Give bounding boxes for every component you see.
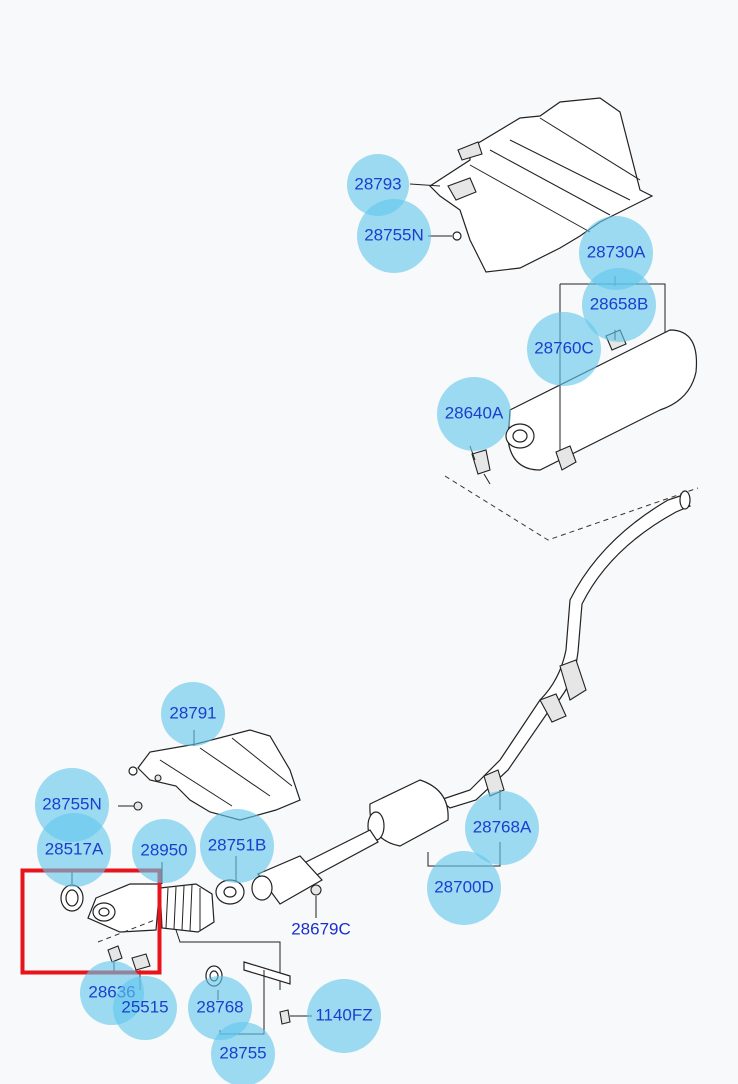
center-resonator bbox=[367, 779, 449, 847]
callout-label: 1140FZ bbox=[315, 1005, 372, 1024]
callout-28751b[interactable]: 28751B bbox=[200, 809, 274, 883]
callout-label: 28755N bbox=[364, 225, 424, 244]
lower-heat-shield bbox=[128, 729, 301, 821]
top-bar bbox=[0, 0, 738, 78]
exhaust-manifold-flange bbox=[87, 883, 161, 933]
callout-label: 28658B bbox=[590, 294, 649, 313]
callout-28517a[interactable]: 28517A bbox=[37, 813, 111, 887]
callout-label: 28517A bbox=[45, 839, 104, 858]
nut-icon bbox=[452, 231, 462, 241]
gasket-ring bbox=[60, 884, 84, 912]
callout-label: 28793 bbox=[354, 174, 401, 193]
callout-label: 28760C bbox=[534, 338, 594, 357]
callout-label: 28755N bbox=[42, 794, 102, 813]
upper-heat-shield bbox=[429, 97, 654, 273]
callout-label: 28791 bbox=[169, 703, 216, 722]
callout-label: 28751B bbox=[208, 835, 267, 854]
callout-label: 28755 bbox=[219, 1043, 266, 1062]
callout-28640a[interactable]: 28640A bbox=[437, 377, 511, 451]
callout-28791[interactable]: 28791 bbox=[161, 682, 225, 746]
callout-25515[interactable]: 25515 bbox=[113, 976, 177, 1040]
callout-1140fz[interactable]: 1140FZ bbox=[307, 979, 381, 1053]
callout-28700d[interactable]: 28700D bbox=[427, 851, 501, 925]
callout-28950[interactable]: 28950 bbox=[132, 819, 196, 883]
callout-28755n-top[interactable]: 28755N bbox=[357, 199, 431, 273]
callout-label: 28768 bbox=[196, 997, 243, 1016]
callout-label: 28768A bbox=[473, 817, 532, 836]
callout-label: 28640A bbox=[445, 403, 504, 422]
callout-28760c[interactable]: 28760C bbox=[527, 312, 601, 386]
front-pipe-flex bbox=[159, 883, 215, 933]
callout-28755[interactable]: 28755 bbox=[211, 1022, 275, 1084]
label-28679c[interactable]: 28679C bbox=[291, 919, 351, 938]
catalytic-converter bbox=[215, 855, 323, 905]
center-pipe bbox=[438, 490, 692, 809]
callout-28768a[interactable]: 28768A bbox=[465, 791, 539, 865]
bolts bbox=[107, 945, 151, 971]
callout-label: 28700D bbox=[434, 877, 494, 896]
callout-label: 28950 bbox=[140, 840, 187, 859]
callout-28658b[interactable]: 28658B bbox=[582, 268, 656, 342]
callout-label: 28730A bbox=[587, 242, 646, 261]
callout-label: 25515 bbox=[121, 997, 168, 1016]
